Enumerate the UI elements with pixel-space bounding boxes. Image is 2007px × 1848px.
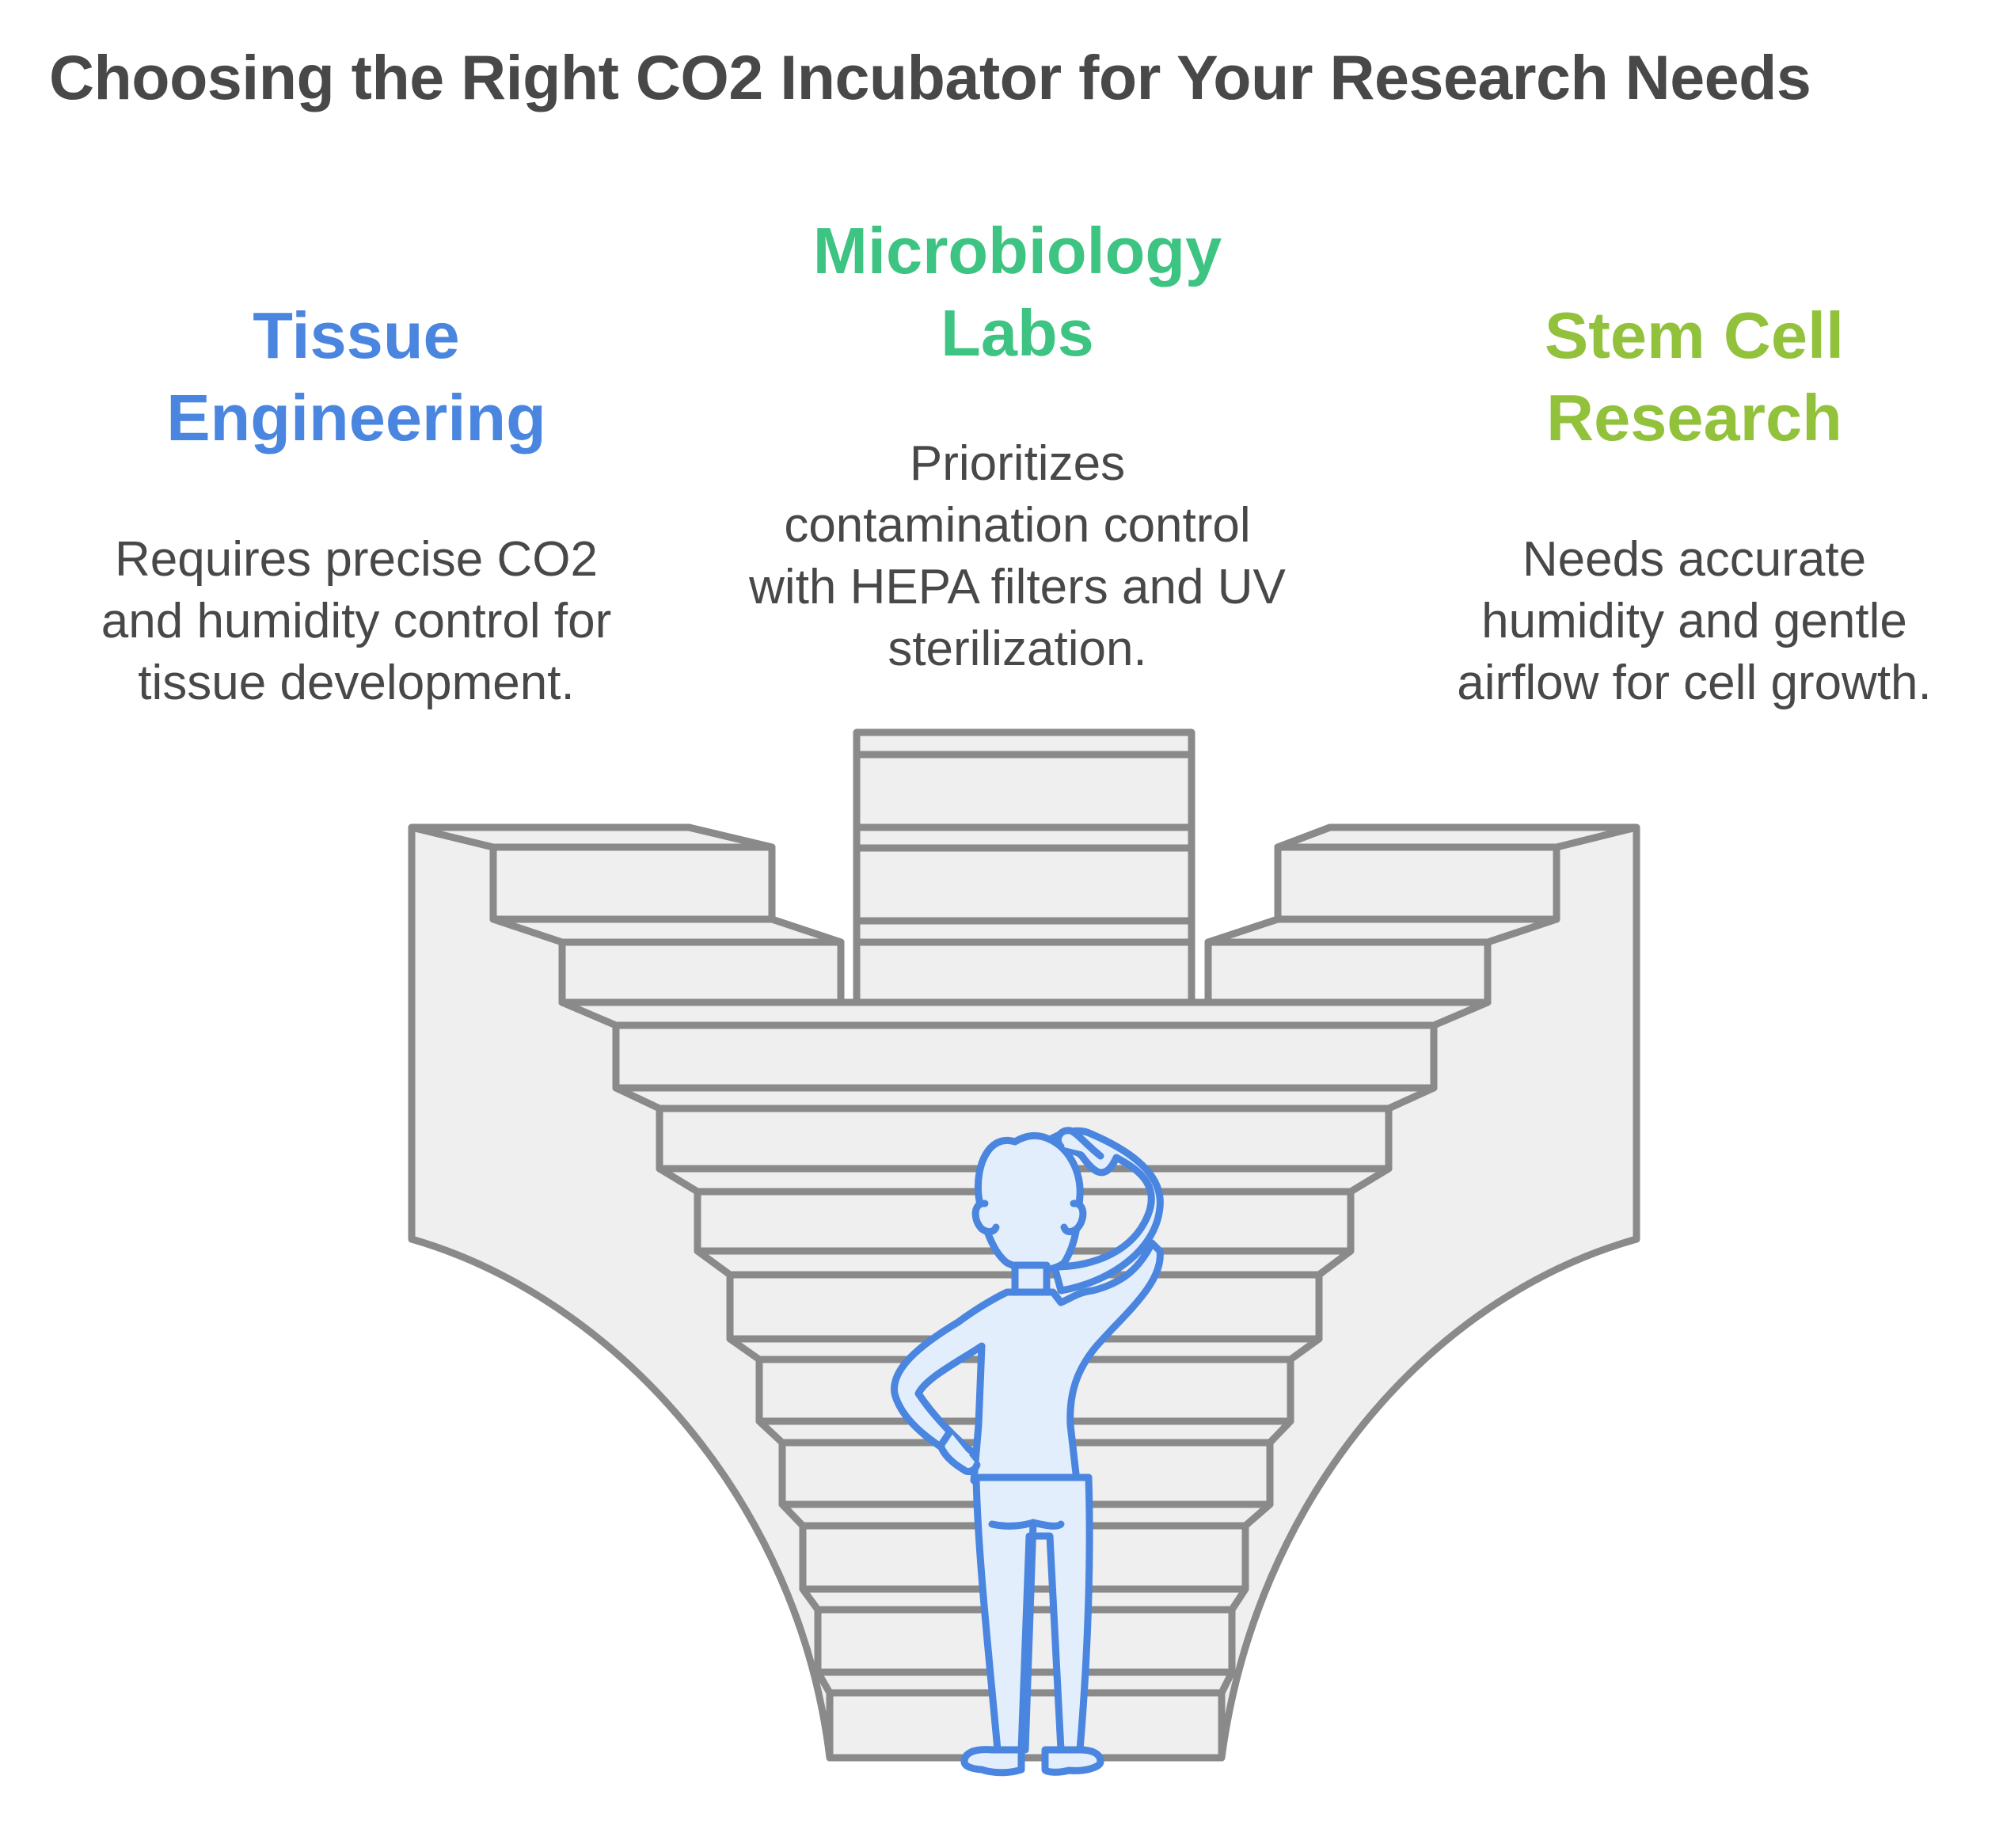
description-line: Needs accurate <box>1522 532 1867 587</box>
person-contemplating-icon <box>891 1127 1164 1777</box>
option-description: Requires precise CO2 and humidity contro… <box>40 529 673 714</box>
left-shoe <box>960 1746 1025 1777</box>
hand-on-head <box>1055 1127 1104 1160</box>
neck <box>1011 1261 1051 1296</box>
description-line: humidity and gentle <box>1481 594 1907 648</box>
option-heading: Tissue Engineering <box>40 295 673 459</box>
option-heading: Stem Cell Research <box>1378 295 2007 459</box>
description-line: airflow for cell growth. <box>1457 656 1932 710</box>
head <box>974 1131 1084 1274</box>
description-line: Requires precise CO2 <box>115 532 598 587</box>
description-line: and humidity control for <box>101 594 612 648</box>
heading-line: Microbiology <box>812 214 1222 287</box>
option-tissue-engineering: Tissue Engineering Requires precise CO2 … <box>40 295 673 714</box>
seat-line <box>988 1519 1065 1530</box>
right-shoe <box>1041 1746 1104 1776</box>
heading-line: Labs <box>941 296 1094 370</box>
description-line: tissue development. <box>138 656 575 710</box>
option-description: Prioritizes contamination control with H… <box>697 433 1338 680</box>
option-microbiology-labs: Microbiology Labs Prioritizes contaminat… <box>697 210 1338 680</box>
heading-line: Research <box>1546 381 1842 454</box>
leg-divider <box>1021 1519 1037 1754</box>
heading-line: Engineering <box>166 381 546 454</box>
description-line: Prioritizes <box>909 436 1126 491</box>
option-stem-cell-research: Stem Cell Research Needs accurate humidi… <box>1378 295 2007 714</box>
heading-line: Tissue <box>253 298 460 372</box>
torso <box>891 1239 1164 1485</box>
page-title: Choosing the Right CO2 Incubator for You… <box>49 42 1811 112</box>
hip-hand <box>937 1428 981 1475</box>
option-description: Needs accurate humidity and gentle airfl… <box>1378 529 2007 714</box>
legs <box>972 1473 1093 1754</box>
description-line: contamination control <box>784 498 1251 553</box>
description-line: sterilization. <box>888 622 1147 676</box>
description-line: with HEPA filters and UV <box>749 560 1286 614</box>
heading-line: Stem Cell <box>1544 298 1845 372</box>
option-heading: Microbiology Labs <box>697 210 1338 375</box>
left-ear <box>971 1200 1000 1236</box>
right-ear <box>1060 1200 1087 1236</box>
raised-arm <box>1045 1127 1164 1295</box>
